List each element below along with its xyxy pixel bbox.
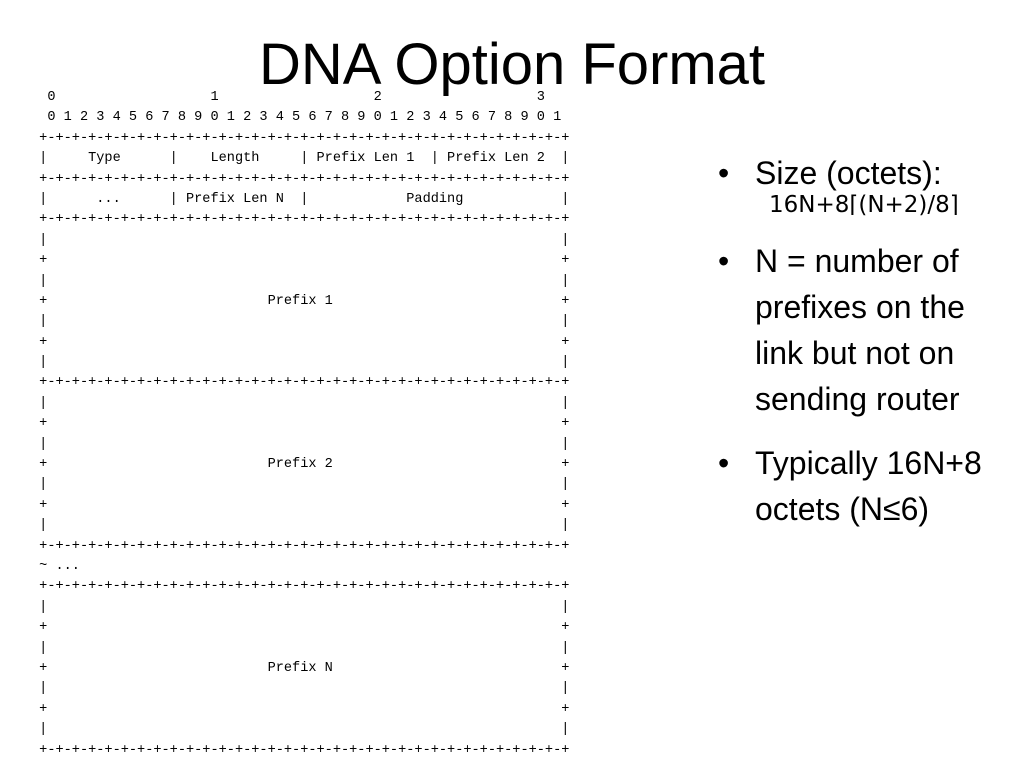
diagram-line: + Prefix N + <box>31 660 570 676</box>
diagram-line: | | <box>31 722 570 738</box>
diagram-line: + Prefix 1 + <box>31 293 570 309</box>
diagram-line: 0 1 2 3 <box>31 90 545 105</box>
diagram-line: + Prefix 2 + <box>31 457 570 473</box>
n-definition-text: N = number of prefixes on the link but n… <box>755 243 965 417</box>
bullet-marker: • <box>718 243 730 279</box>
diagram-line: 0 1 2 3 4 5 6 7 8 9 0 1 2 3 4 5 6 7 8 9 … <box>31 110 562 126</box>
diagram-line: +-+-+-+-+-+-+-+-+-+-+-+-+-+-+-+-+-+-+-+-… <box>31 212 570 228</box>
diagram-line: | | <box>31 436 570 452</box>
diagram-line: | | <box>31 314 570 330</box>
typical-text: Typically 16N+8 octets (N≤6) <box>755 445 982 527</box>
size-formula: 16N+8⌈(N+2)/8⌉ <box>769 192 959 218</box>
diagram-line: +-+-+-+-+-+-+-+-+-+-+-+-+-+-+-+-+-+-+-+-… <box>31 171 570 187</box>
diagram-line: +-+-+-+-+-+-+-+-+-+-+-+-+-+-+-+-+-+-+-+-… <box>31 742 570 758</box>
diagram-line: | ... | Prefix Len N | Padding | <box>31 191 570 207</box>
diagram-line: +-+-+-+-+-+-+-+-+-+-+-+-+-+-+-+-+-+-+-+-… <box>31 130 570 146</box>
diagram-line: | | <box>31 599 570 615</box>
diagram-line: ~ ... <box>31 558 80 574</box>
diagram-line: | | <box>31 640 570 656</box>
diagram-line: | | <box>31 232 570 248</box>
diagram-line: | | <box>31 273 570 289</box>
bullet-marker: • <box>718 445 730 481</box>
diagram-line: +-+-+-+-+-+-+-+-+-+-+-+-+-+-+-+-+-+-+-+-… <box>31 375 570 391</box>
size-label: Size (octets): <box>755 155 942 191</box>
diagram-line: + + <box>31 334 570 350</box>
diagram-line: | | <box>31 355 570 371</box>
bullet-typical: • Typically 16N+8 octets (N≤6) <box>715 440 1020 532</box>
diagram-line: | Type | Length | Prefix Len 1 | Prefix … <box>31 151 570 167</box>
option-format-diagram: 0 1 2 3 0 1 2 3 4 5 6 7 8 9 0 1 2 3 4 5 … <box>31 88 569 761</box>
diagram-line: | | <box>31 681 570 697</box>
bullet-size: • Size (octets): 16N+8⌈(N+2)/8⌉ <box>715 150 1020 220</box>
diagram-line: +-+-+-+-+-+-+-+-+-+-+-+-+-+-+-+-+-+-+-+-… <box>31 579 570 595</box>
diagram-line: + + <box>31 701 570 717</box>
diagram-line: +-+-+-+-+-+-+-+-+-+-+-+-+-+-+-+-+-+-+-+-… <box>31 538 570 554</box>
diagram-line: + + <box>31 253 570 269</box>
diagram-line: | | <box>31 395 570 411</box>
diagram-line: + + <box>31 497 570 513</box>
bullet-n-definition: • N = number of prefixes on the link but… <box>715 238 1020 422</box>
bullet-marker: • <box>718 155 730 191</box>
diagram-line: + + <box>31 620 570 636</box>
diagram-line: | | <box>31 477 570 493</box>
diagram-line: + + <box>31 416 570 432</box>
slide-title: DNA Option Format <box>258 32 766 97</box>
diagram-line: | | <box>31 518 570 534</box>
bullet-list: • Size (octets): 16N+8⌈(N+2)/8⌉ • N = nu… <box>715 150 1020 550</box>
